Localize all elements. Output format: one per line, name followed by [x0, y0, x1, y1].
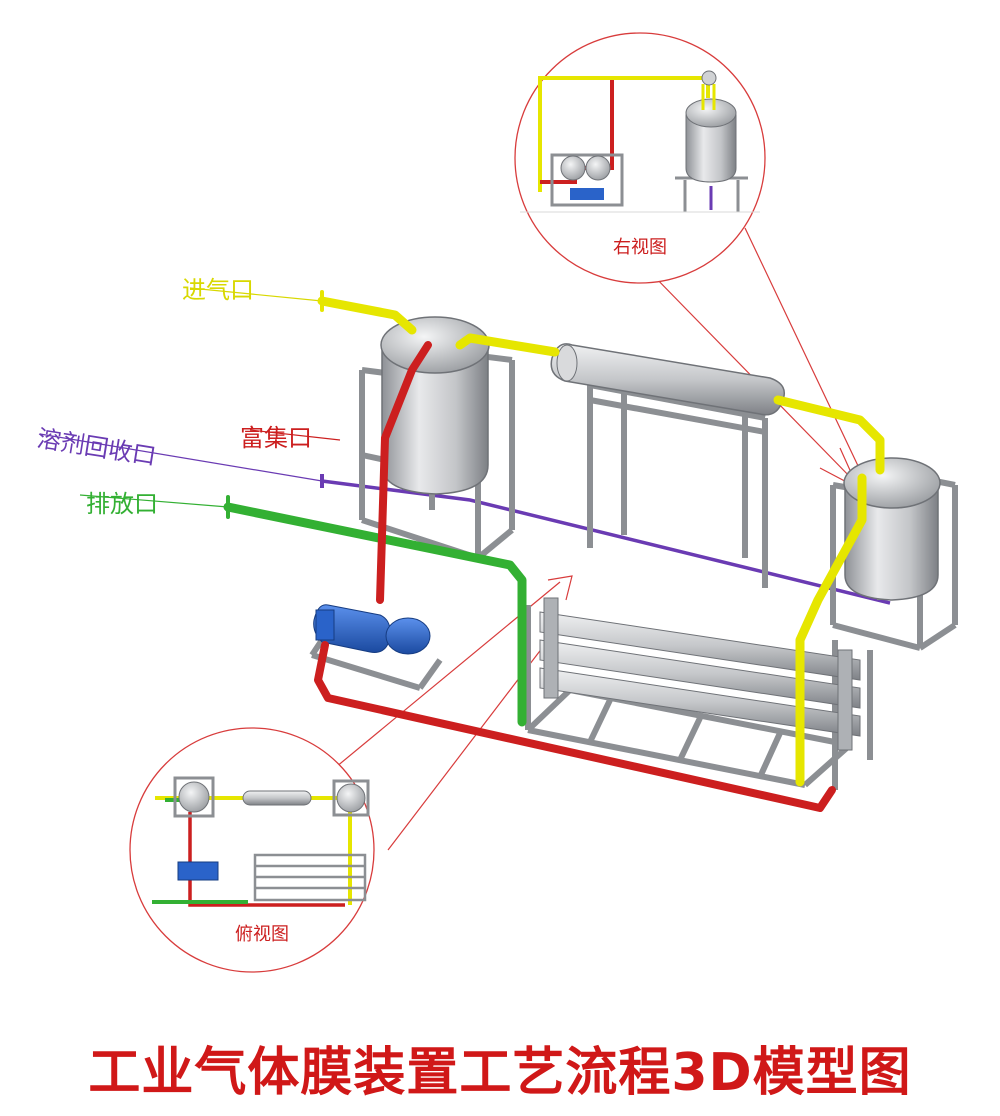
left-tank-assembly — [359, 316, 515, 561]
enriched-pipe — [314, 341, 836, 812]
right-view-callout: 右视图 — [514, 32, 766, 284]
solvent-recovery-label: 溶剂回收口 — [35, 424, 158, 470]
right-view-label: 右视图 — [613, 237, 667, 258]
pump-skid — [309, 604, 443, 691]
top-view-label: 俯视图 — [235, 924, 289, 945]
inlet-pipe — [317, 290, 885, 787]
top-view-callout: 俯视图 — [129, 727, 375, 973]
solvent-recovery-pipe — [320, 474, 891, 605]
enriched-label: 富集口 — [240, 424, 312, 452]
diagram-title: 工业气体膜装置工艺流程3D模型图 — [88, 1043, 912, 1103]
label-leader-lines — [39, 287, 341, 508]
membrane-module-rack — [525, 597, 873, 790]
right-tank-assembly — [830, 457, 958, 651]
inlet-label: 进气口 — [182, 276, 254, 304]
discharge-pipe — [223, 495, 527, 727]
pump-icon — [313, 604, 431, 655]
horizontal-vessel-assembly — [550, 343, 785, 588]
discharge-label: 排放口 — [86, 490, 158, 518]
